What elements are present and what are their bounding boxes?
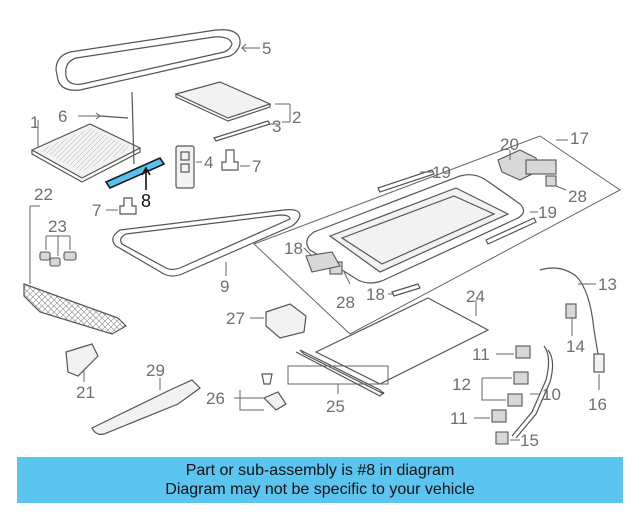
part-29-trim xyxy=(91,378,201,435)
part-6-rod xyxy=(78,91,135,165)
part-3-strip xyxy=(213,120,278,142)
part-5-glass-frame xyxy=(55,29,260,91)
part-11-clip-upper xyxy=(496,345,531,359)
part-10-cable xyxy=(511,345,554,439)
part-18-guide-left xyxy=(303,247,341,273)
label-19-lower: 19 xyxy=(538,203,557,222)
label-21: 21 xyxy=(76,383,95,402)
part-7-bolt-lower xyxy=(106,197,137,215)
part-19-rail-upper xyxy=(377,169,435,193)
part-19-rail-lower xyxy=(485,211,538,245)
part-24-sunshade xyxy=(299,297,490,395)
label-25: 25 xyxy=(326,397,345,416)
banner-line-2: Diagram may not be specific to your vehi… xyxy=(165,481,475,498)
label-19-upper: 19 xyxy=(432,163,451,182)
label-7-lower: 7 xyxy=(92,201,101,220)
label-22: 22 xyxy=(34,185,53,204)
label-13: 13 xyxy=(598,275,617,294)
part-20-motor xyxy=(497,149,557,181)
part-4-bracket xyxy=(175,145,202,189)
label-6: 6 xyxy=(58,107,67,126)
label-18-left: 18 xyxy=(284,239,303,258)
part-2-panel xyxy=(174,81,291,123)
banner-line-1: Part or sub-assembly is #8 in diagram xyxy=(185,462,455,479)
part-7-bolt-upper xyxy=(221,149,250,171)
label-5: 5 xyxy=(262,39,271,58)
label-10: 10 xyxy=(542,385,561,404)
part-21-cover xyxy=(65,343,99,382)
part-22-deflector xyxy=(23,205,127,335)
part-11-clip-lower xyxy=(474,409,507,423)
label-20: 20 xyxy=(500,135,519,154)
part-13-cable xyxy=(539,267,599,355)
part-23-clips xyxy=(39,235,77,267)
label-17: 17 xyxy=(570,129,589,148)
part-16-grommet xyxy=(593,353,605,390)
label-26: 26 xyxy=(206,389,225,408)
label-23: 23 xyxy=(48,217,67,236)
part-12-clips xyxy=(481,371,529,407)
label-4: 4 xyxy=(204,153,213,172)
label-8: 8 xyxy=(141,191,151,211)
label-3: 3 xyxy=(272,117,281,136)
label-28-left: 28 xyxy=(336,293,355,312)
part-27-motor xyxy=(250,303,307,339)
label-28-right: 28 xyxy=(568,187,587,206)
label-2: 2 xyxy=(292,108,301,127)
label-29: 29 xyxy=(146,361,165,380)
part-9-seal xyxy=(112,209,301,277)
info-banner: Part or sub-assembly is #8 in diagram Di… xyxy=(17,457,623,503)
label-7-upper: 7 xyxy=(252,157,261,176)
label-14: 14 xyxy=(566,337,585,356)
part-17-frame-assembly xyxy=(253,135,621,335)
label-9: 9 xyxy=(220,277,229,296)
label-16: 16 xyxy=(588,395,607,414)
label-24: 24 xyxy=(466,287,485,306)
part-14-clip xyxy=(565,303,577,336)
label-15: 15 xyxy=(520,431,539,450)
part-28-clip-right xyxy=(545,175,567,191)
part-26-bolts xyxy=(234,373,287,411)
part-8-highlighted[interactable] xyxy=(104,156,166,190)
label-1: 1 xyxy=(30,113,39,132)
label-12: 12 xyxy=(452,375,471,394)
part-15-end xyxy=(495,431,520,445)
part-25-rail xyxy=(287,351,389,397)
part-18-guide-bottom xyxy=(388,283,421,297)
label-11-lower: 11 xyxy=(450,409,468,428)
label-18-bottom: 18 xyxy=(366,285,385,304)
label-11-upper: 11 xyxy=(472,345,490,364)
part-1-glass xyxy=(30,120,142,183)
label-27: 27 xyxy=(226,309,245,328)
